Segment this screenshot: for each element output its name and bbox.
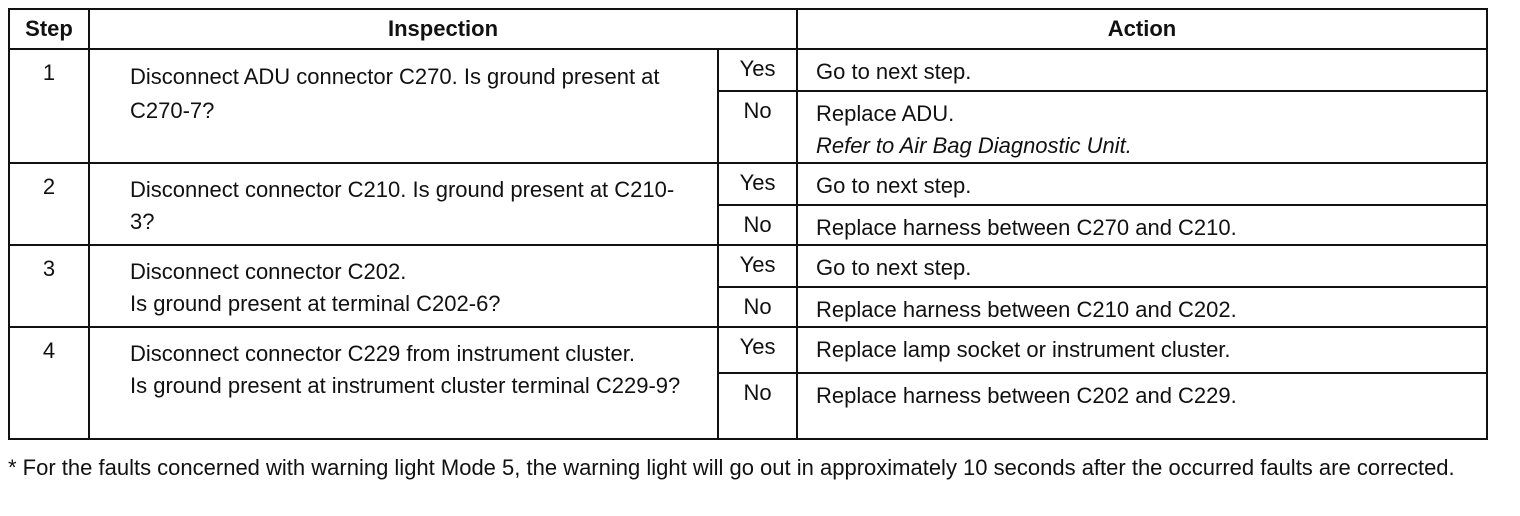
yes-action: Go to next step. <box>796 48 1489 92</box>
step-number: 1 <box>8 48 90 164</box>
reference-note: Refer to Air Bag Diagnostic Unit. <box>816 133 1132 158</box>
step-number: 2 <box>8 162 90 246</box>
table-row: No Replace harness between C270 and C210… <box>9 204 1489 246</box>
yes-action: Go to next step. <box>796 162 1489 206</box>
no-action: Replace harness between C270 and C210. <box>796 204 1489 246</box>
table-row: No Replace harness between C202 and C229… <box>9 372 1489 440</box>
inspection-line: Disconnect connector C229 from instrumen… <box>130 341 636 366</box>
inspection-text: Disconnect connector C210. Is ground pre… <box>88 162 719 246</box>
yes-label: Yes <box>716 162 799 206</box>
no-label: No <box>716 204 799 246</box>
no-label: No <box>716 372 799 440</box>
no-action: Replace harness between C202 and C229. <box>796 372 1489 440</box>
no-action: Replace ADU. <box>816 101 955 126</box>
header-action: Action <box>796 8 1489 50</box>
no-label: No <box>716 90 799 164</box>
table-row: 3 Disconnect connector C202. Is ground p… <box>8 244 1489 328</box>
yes-action: Replace lamp socket or instrument cluste… <box>796 326 1489 374</box>
step-number: 3 <box>8 244 90 328</box>
inspection-line: Is ground present at terminal C202-6? <box>130 291 501 316</box>
inspection-text: Disconnect ADU connector C270. Is ground… <box>88 48 719 164</box>
yes-label: Yes <box>716 244 799 288</box>
table-row: No Replace harness between C210 and C202… <box>9 286 1489 328</box>
header-inspection: Inspection <box>87 8 799 50</box>
yes-label: Yes <box>716 48 799 92</box>
inspection-line: Disconnect connector C202. <box>130 259 407 284</box>
table-row: 2 Disconnect connector C210. Is ground p… <box>8 162 1489 246</box>
inspection-line: Is ground present at instrument cluster … <box>130 373 681 398</box>
table-row: 4 Disconnect connector C229 from instrum… <box>8 326 1489 440</box>
inspection-cell: Disconnect connector C202. Is ground pre… <box>88 244 719 328</box>
table-row: No Replace ADU. Refer to Air Bag Diagnos… <box>9 90 1489 164</box>
no-label: No <box>716 286 799 328</box>
step-number: 4 <box>8 326 90 440</box>
table-row: 1 Disconnect ADU connector C270. Is grou… <box>8 48 1489 164</box>
no-action-cell: Replace ADU. Refer to Air Bag Diagnostic… <box>796 90 1489 164</box>
inspection-cell: Disconnect connector C229 from instrumen… <box>88 326 719 440</box>
yes-label: Yes <box>716 326 799 374</box>
footnote: * For the faults concerned with warning … <box>8 455 1455 480</box>
table-header-row: Step Inspection Action <box>8 8 1489 50</box>
yes-action: Go to next step. <box>796 244 1489 288</box>
no-action: Replace harness between C210 and C202. <box>796 286 1489 328</box>
header-step: Step <box>8 8 90 50</box>
diagnostic-table: Step Inspection Action 1 Disconnect ADU … <box>8 8 1489 440</box>
